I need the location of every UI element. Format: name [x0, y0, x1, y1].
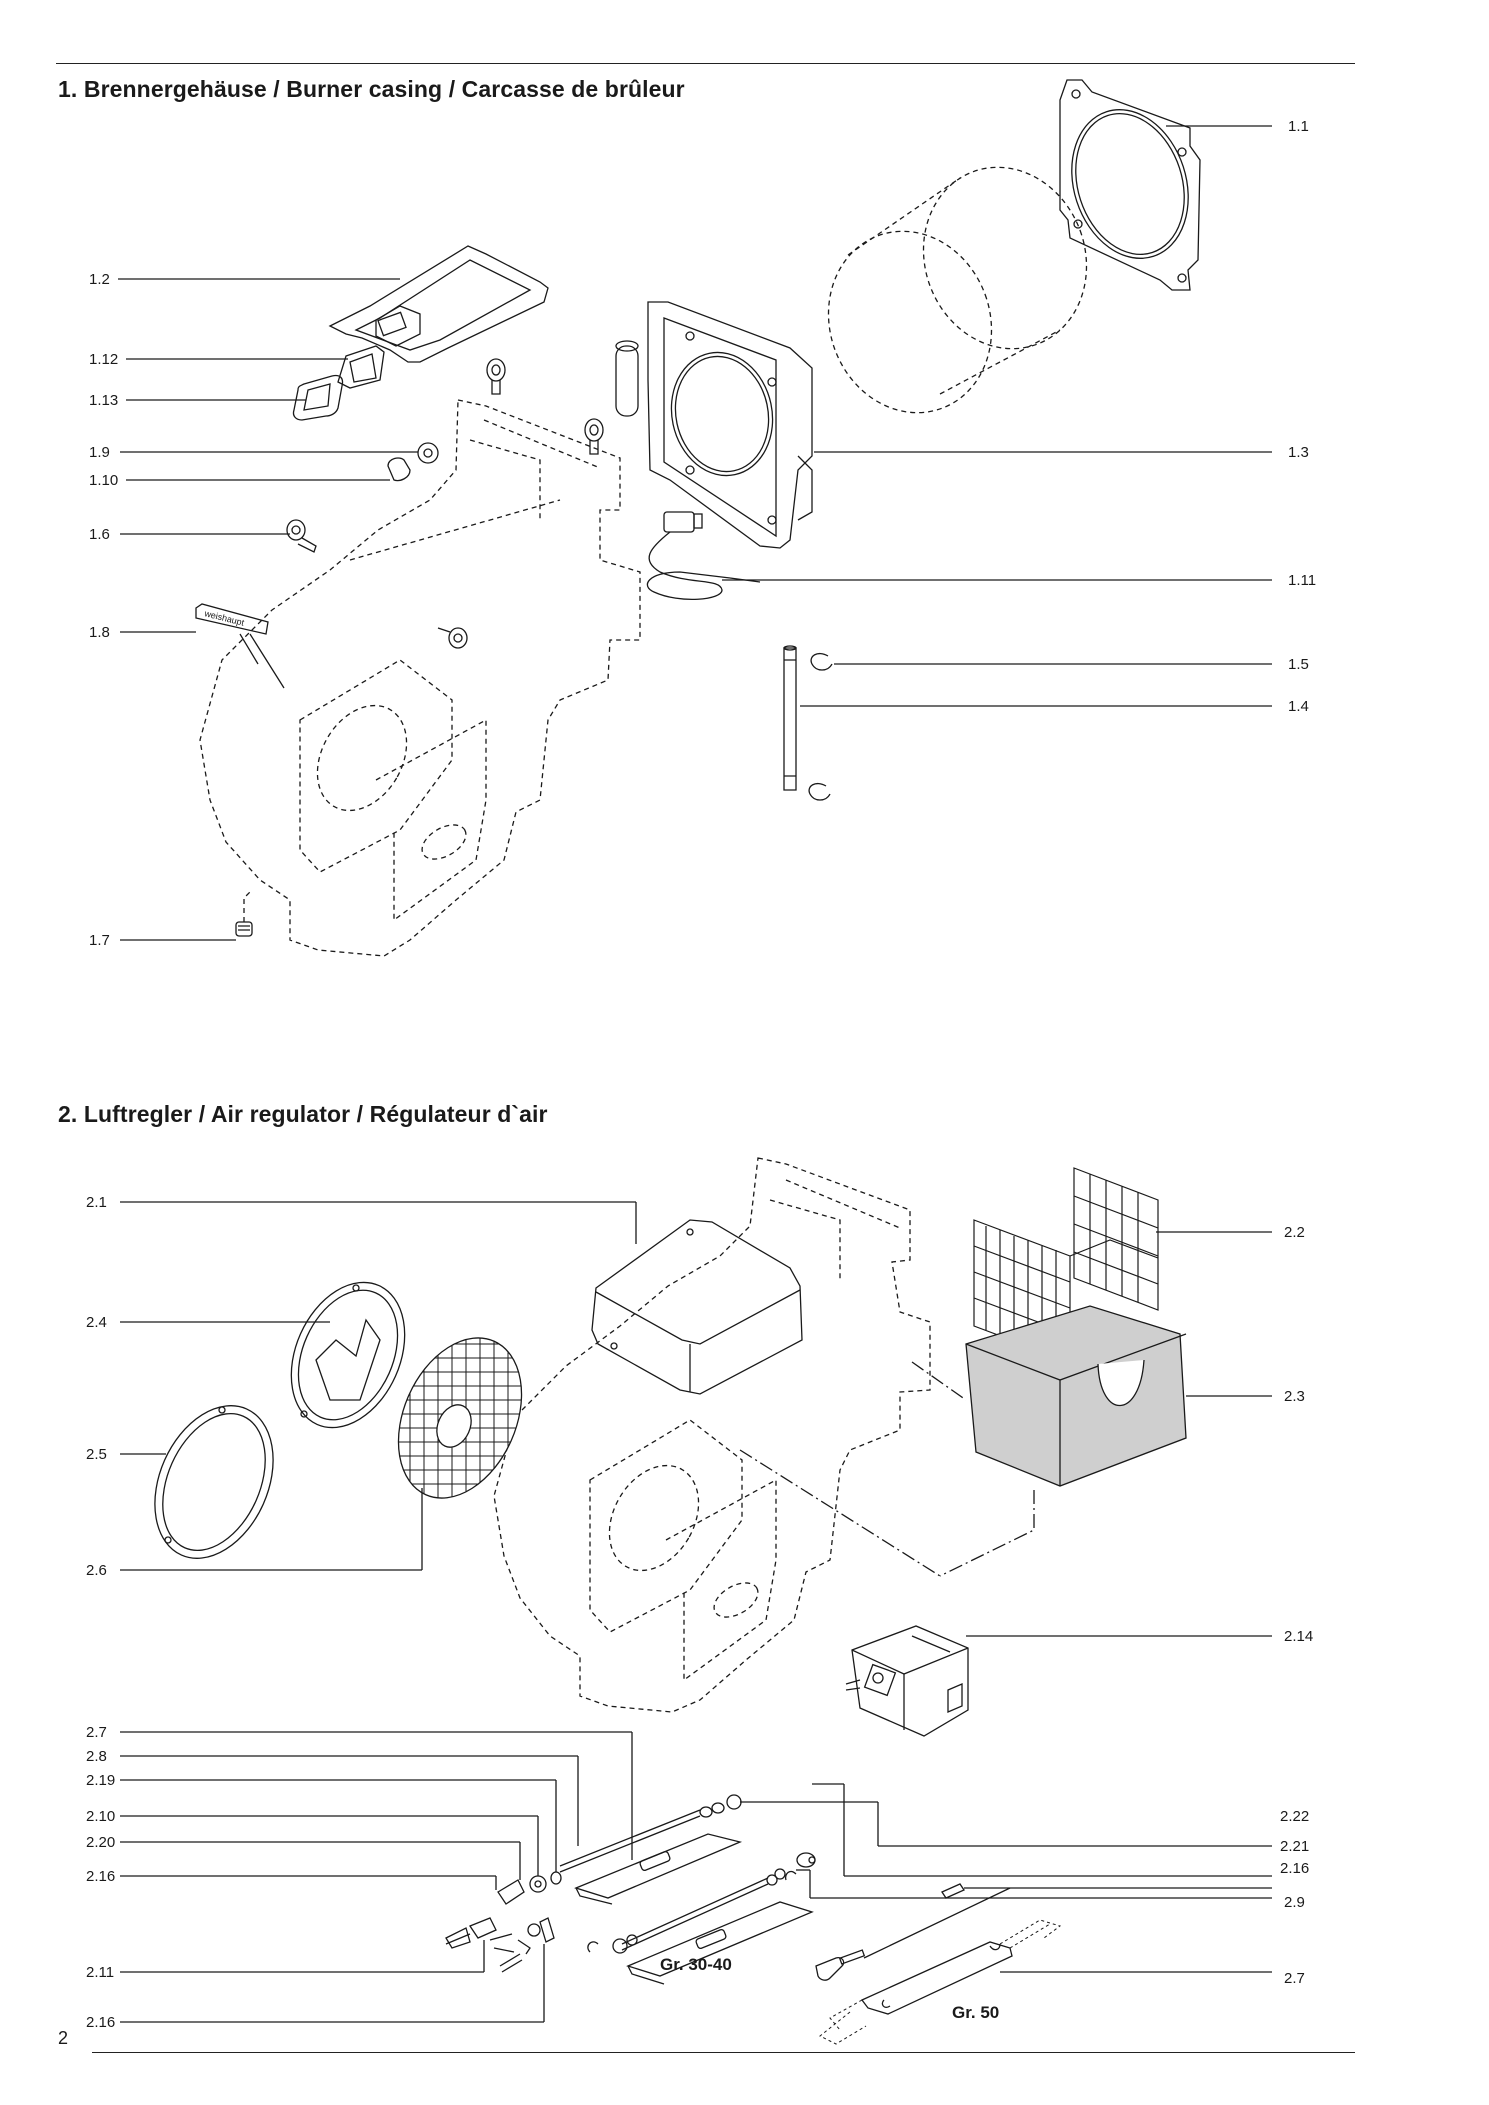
part-2-6-mesh-grill	[380, 1320, 546, 1518]
label-2-5: 2.5	[86, 1446, 107, 1463]
part-2-1-cover	[591, 1219, 803, 1395]
air-damper-assembly-30-40	[445, 1794, 816, 1985]
label-2-14: 2.14	[1284, 1628, 1313, 1645]
label-2-10: 2.10	[86, 1808, 115, 1825]
dashed-burner-housing-1	[199, 399, 641, 957]
part-1-3-housing-flange	[615, 301, 813, 549]
leader-lines-1	[118, 125, 1272, 941]
part-1-13-seal	[292, 374, 344, 421]
air-damper-assembly-50	[815, 1883, 1062, 2045]
label-1-11: 1.11	[1288, 572, 1316, 589]
part-1-11-limit-switch	[646, 511, 761, 601]
part-2-3-foam-block	[965, 1305, 1187, 1487]
dashed-flame-tube	[827, 166, 1088, 414]
dashed-burner-housing-2	[493, 1157, 931, 1713]
part-1-1-flange-gasket	[1059, 79, 1201, 291]
label-2-1: 2.1	[86, 1194, 107, 1211]
label-2-7: 2.7	[86, 1724, 107, 1741]
label-1-4: 1.4	[1288, 698, 1309, 715]
part-1-5-clip-bottom	[808, 782, 831, 801]
label-1-5: 1.5	[1288, 656, 1309, 673]
label-1-3: 1.3	[1288, 444, 1309, 461]
label-1-12: 1.12	[89, 351, 118, 368]
part-1-7-plug	[235, 889, 253, 937]
part-1-4-rod	[783, 645, 797, 791]
label-2-19: 2.19	[86, 1772, 115, 1789]
labels-section-2: 2.1 2.4 2.5 2.6 2.7 2.8 2.19 2.10 2.20 2…	[86, 1194, 1313, 2031]
label-2-21: 2.21	[1280, 1838, 1309, 1855]
part-1-12-plate	[337, 345, 385, 389]
eye-bolts	[286, 358, 604, 649]
section-2-title: 2. Luftregler / Air regulator / Régulate…	[58, 1101, 548, 1127]
label-1-8: 1.8	[89, 624, 110, 641]
page-number: 2	[58, 2028, 69, 2048]
label-2-16-b: 2.16	[86, 2014, 115, 2031]
group-label-30-40: Gr. 30-40	[660, 1955, 732, 1974]
label-2-3: 2.3	[1284, 1388, 1305, 1405]
label-1-7: 1.7	[89, 932, 110, 949]
label-2-7-b: 2.7	[1284, 1970, 1305, 1987]
label-1-6: 1.6	[89, 526, 110, 543]
label-1-9: 1.9	[89, 444, 110, 461]
label-1-10: 1.10	[89, 472, 118, 489]
label-2-6: 2.6	[86, 1562, 107, 1579]
dash-dot-guides	[739, 1361, 1035, 1577]
part-1-8-logo-plate	[195, 603, 285, 689]
part-2-14-servo-motor	[845, 1625, 969, 1737]
label-1-2: 1.2	[89, 271, 110, 288]
section-1-title: 1. Brennergehäuse / Burner casing / Carc…	[58, 76, 685, 102]
part-1-5-clip-top	[810, 652, 833, 671]
leader-lines-2	[120, 1201, 1272, 2023]
top-rule	[56, 63, 1355, 64]
part-1-10-cap	[387, 457, 411, 482]
label-1-1: 1.1	[1288, 118, 1309, 135]
label-2-4: 2.4	[86, 1314, 107, 1331]
label-2-8: 2.8	[86, 1748, 107, 1765]
part-1-2-cover	[328, 245, 549, 363]
label-1-13: 1.13	[89, 392, 118, 409]
label-2-22: 2.22	[1280, 1808, 1309, 1825]
bottom-rule	[92, 2052, 1355, 2053]
part-1-9-washer	[417, 442, 439, 464]
label-2-16-a: 2.16	[86, 1868, 115, 1885]
part-2-5-ring	[154, 1405, 274, 1559]
label-2-2: 2.2	[1284, 1224, 1305, 1241]
part-2-4-cover-ring	[290, 1281, 406, 1429]
label-2-20: 2.20	[86, 1834, 115, 1851]
label-2-11: 2.11	[86, 1964, 114, 1981]
group-label-50: Gr. 50	[952, 2003, 999, 2022]
label-2-16-c: 2.16	[1280, 1860, 1309, 1877]
label-2-9: 2.9	[1284, 1894, 1305, 1911]
